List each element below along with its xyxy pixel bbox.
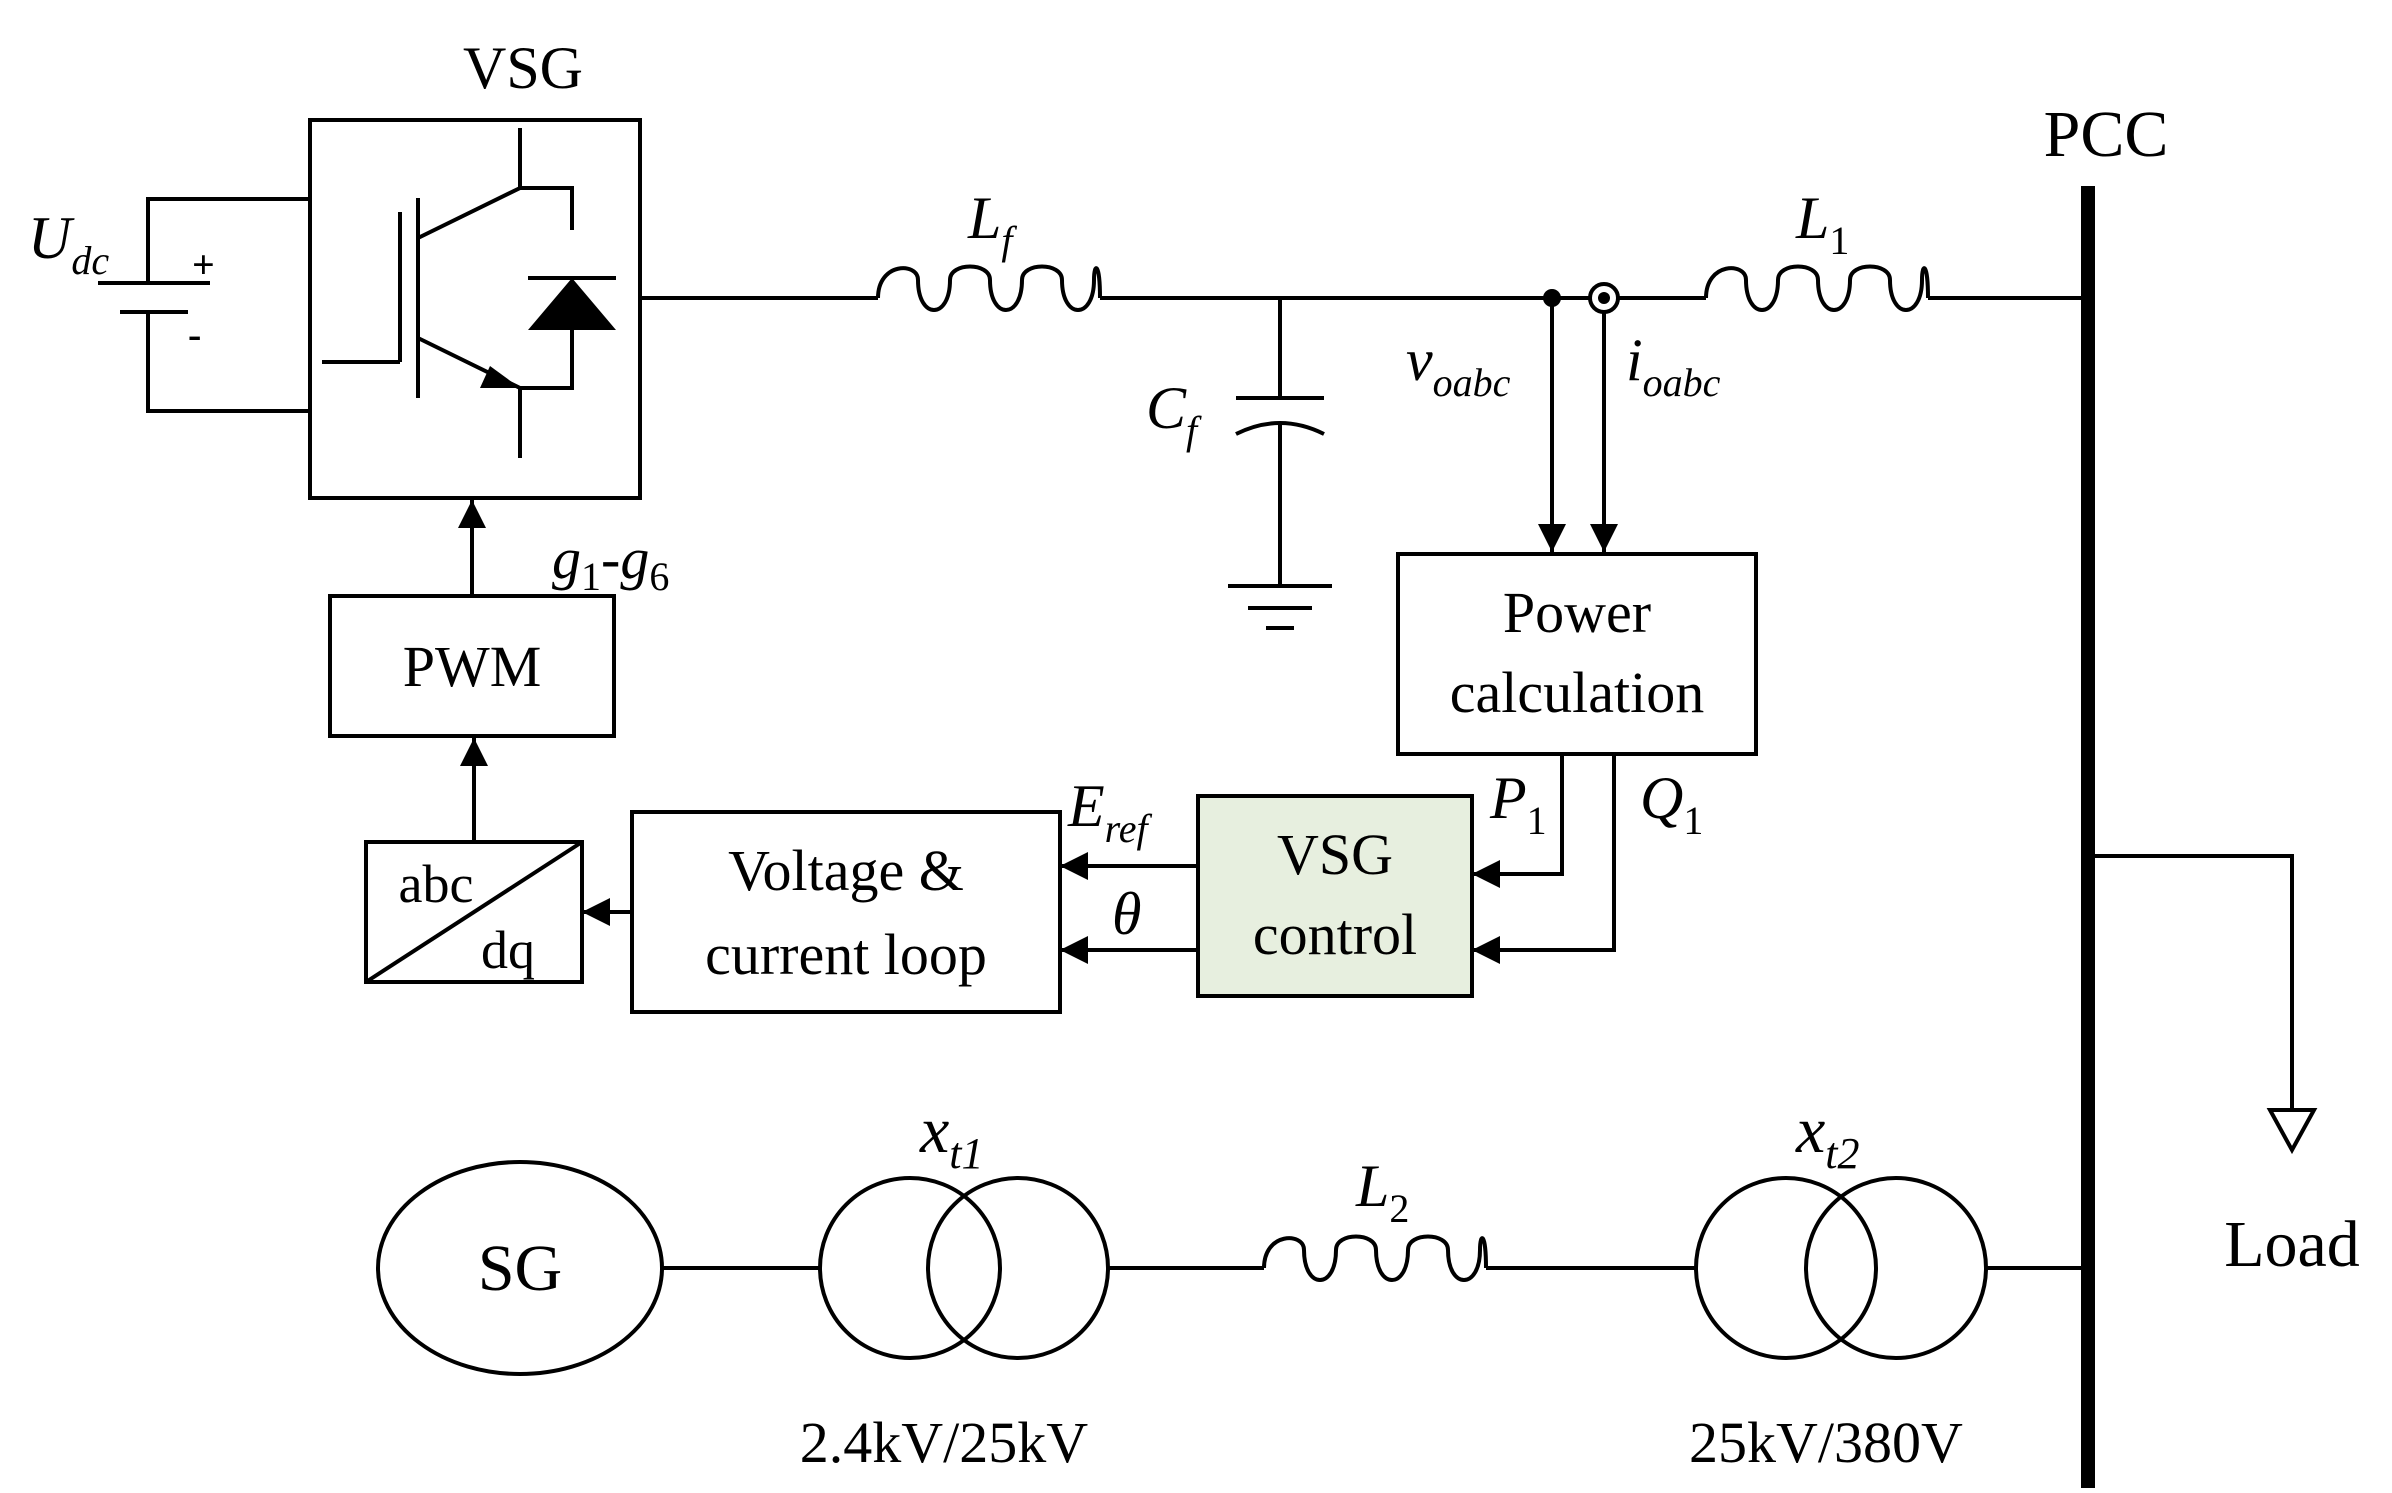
igbt-diode-icon [322,128,616,458]
xt2-label: xt2 [1795,1094,1860,1178]
vc-loop-line2: current loop [705,922,987,987]
lf-label: Lf [967,185,1017,263]
l2-label: L2 [1355,1153,1409,1231]
voltage-measure-tap [1538,289,1566,552]
vsg-control-block [1196,794,1474,998]
load-label: Load [2224,1208,2360,1281]
udc-label: Udc [28,205,109,283]
eref-label: Eref [1067,773,1152,851]
xt1-label: xt1 [919,1094,984,1178]
xt1-rating: 2.4kV/25kV [800,1410,1089,1475]
sg-label: SG [478,1232,562,1305]
transform-diagonal [364,840,584,984]
vsg-control-line2: control [1253,902,1417,967]
voltage-current-loop-block [630,810,1062,1014]
theta-label: θ [1112,881,1141,947]
load-icon [2266,1108,2318,1155]
plus-sign: + [192,242,215,287]
transformer-xt2-icon [1694,1176,1988,1360]
vsg-title: VSG [463,35,583,101]
q1-label: Q1 [1640,765,1703,843]
power-calc-line2: calculation [1450,660,1704,725]
pwm-block [328,594,616,738]
abc-label: abc [399,854,474,914]
pwm-label: PWM [403,634,542,699]
minus-sign: - [188,312,201,357]
l1-label: L1 [1795,185,1849,263]
transformer-xt1-icon [818,1176,1110,1360]
ioabc-label: ioabc [1626,327,1721,405]
xt2-rating: 25kV/380V [1689,1410,1963,1475]
inductor-l1 [1704,264,1930,312]
current-measure-tap [1588,282,1620,552]
p1-signal [1472,754,1564,888]
inductor-lf [876,264,1102,312]
voabc-label: voabc [1406,327,1511,405]
vc-loop-line1: Voltage & [728,838,964,903]
inductor-l2 [1262,1234,1488,1282]
dc-source: + - [98,197,310,413]
pcc-label: PCC [2044,98,2169,171]
cf-label: Cf [1146,375,1202,453]
vsg-control-line1: VSG [1277,822,1393,887]
gate-signals-label: g1-g6 [552,526,669,599]
p1-label: P1 [1489,765,1547,843]
load-wire [2088,854,2294,1110]
q1-signal [1472,754,1616,964]
power-calc-line1: Power [1503,580,1651,645]
ground-icon [1228,584,1332,630]
dq-label: dq [481,920,535,980]
capacitor-cf [1235,298,1325,586]
power-calculation-block [1396,552,1758,756]
